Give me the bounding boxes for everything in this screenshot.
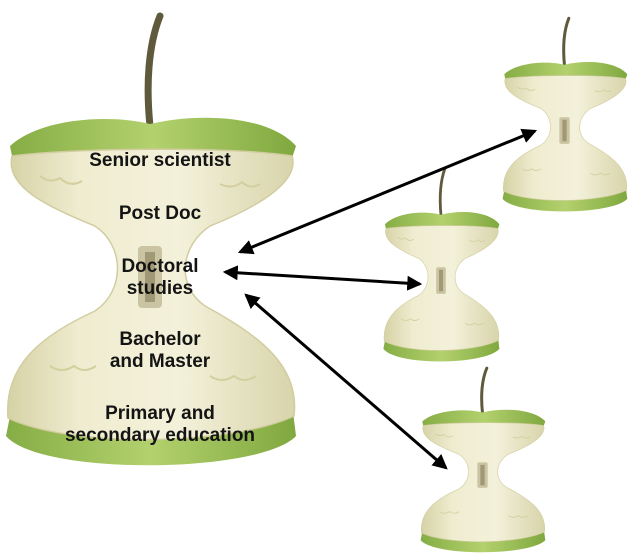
label-post-doc: Post Doc bbox=[70, 203, 250, 225]
label-senior-scientist: Senior scientist bbox=[70, 150, 250, 172]
apple-core-middle-right bbox=[383, 168, 499, 361]
arrow-to-middle-right-apple bbox=[225, 272, 420, 284]
label-primary-and-secondary-education: Primary and secondary education bbox=[20, 403, 300, 447]
apple-core-bottom-right bbox=[421, 368, 546, 552]
apple-core-top-right bbox=[503, 18, 628, 211]
label-bachelor-and-master: Bachelor and Master bbox=[70, 329, 250, 373]
label-doctoral-studies: Doctoral studies bbox=[70, 256, 250, 300]
main-apple-core bbox=[6, 16, 296, 465]
